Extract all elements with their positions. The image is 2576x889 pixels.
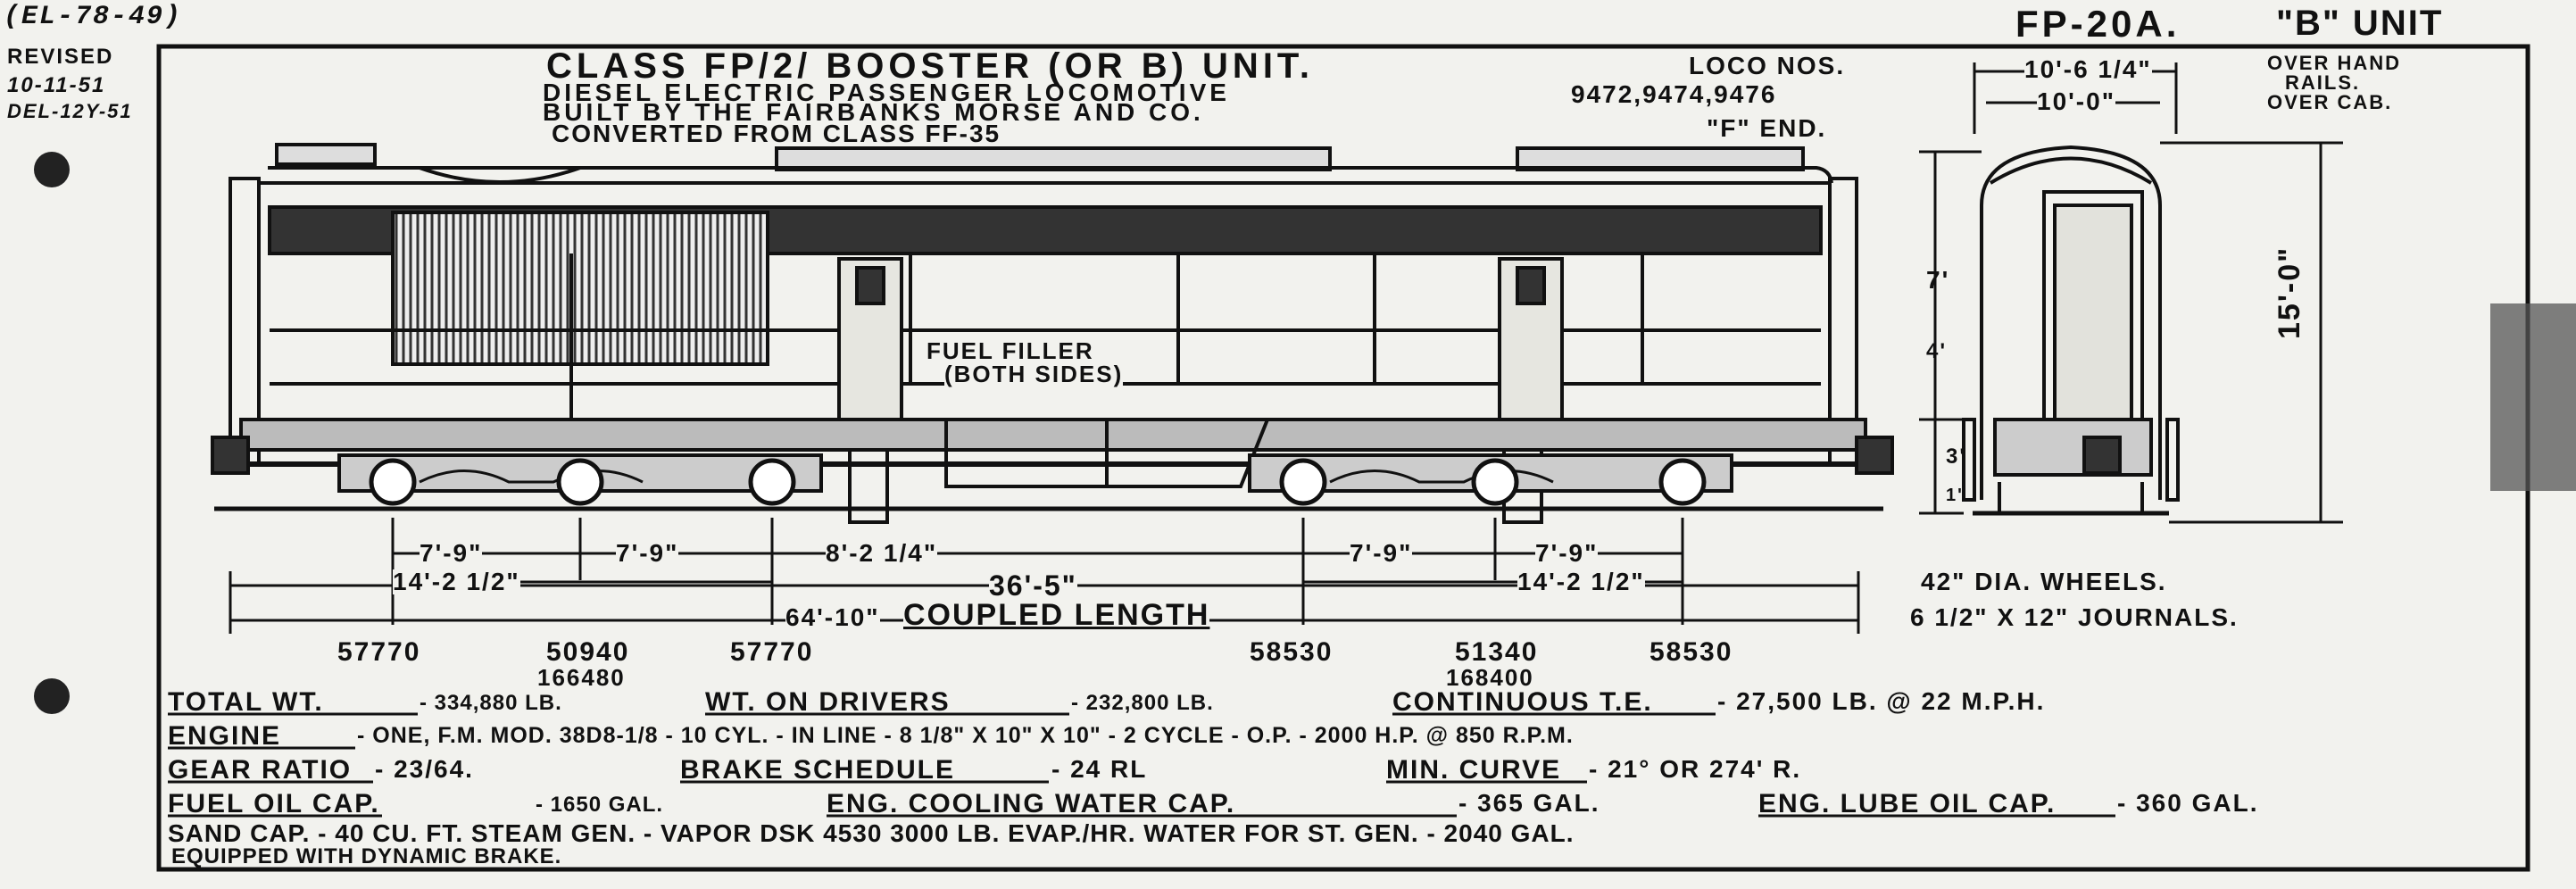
punch-hole-top — [34, 152, 70, 187]
journal-size: 6 1/2" X 12" JOURNALS. — [1910, 603, 2239, 631]
axle-load-2: 50940 — [546, 637, 630, 667]
axle-spacing-d: 7'-9" — [1535, 539, 1599, 567]
header-unit: "B" UNIT — [2276, 4, 2444, 43]
wheel-diameter: 42" DIA. WHEELS. — [1921, 568, 2167, 595]
spec-tractive-effort-value: - 27,500 LB. @ 22 M.P.H. — [1717, 687, 2046, 715]
spec-total-weight-value: - 334,880 LB. — [420, 691, 562, 715]
spec-tractive-effort-label: CONTINUOUS T.E. — [1392, 687, 1653, 717]
axle-load-4: 58530 — [1250, 637, 1334, 667]
revised-date-2: DEL-12Y-51 — [7, 100, 133, 122]
spec-cooling-value: - 365 GAL. — [1458, 789, 1600, 817]
side-view — [211, 143, 1894, 524]
loco-nos-label: LOCO NOS. — [1689, 52, 1846, 79]
header-class: FP-20A. — [2015, 3, 2181, 45]
revised-date-1: 10-11-51 — [7, 73, 106, 97]
spec-brake-value: - 24 RL — [1051, 755, 1148, 783]
punch-hole-bottom — [34, 678, 70, 714]
spec-engine-label: ENGINE — [168, 721, 282, 751]
axle-load-6: 58530 — [1649, 637, 1733, 667]
label-over-cab: OVER CAB. — [2267, 91, 2393, 113]
axle-load-1: 57770 — [337, 637, 421, 667]
height-dim-mid: 4' — [1926, 339, 1948, 363]
truck-centers-spacing: 8'-2 1/4" — [826, 539, 938, 567]
spec-engine-value: - ONE, F.M. MOD. 38D8-1/8 - 10 CYL. - IN… — [357, 723, 1574, 748]
spec-gear-ratio-label: GEAR RATIO — [168, 755, 353, 785]
label-over-handrails: OVER HAND — [2267, 52, 2402, 74]
spec-fuel-value: - 1650 GAL. — [536, 793, 664, 817]
spec-sand-steam: SAND CAP. - 40 CU. FT. STEAM GEN. - VAPO… — [168, 819, 1575, 847]
coupled-length-label: COUPLED LENGTH — [903, 598, 1210, 632]
edge-stamp — [2490, 303, 2576, 491]
axle-load-3: 57770 — [730, 637, 814, 667]
spec-gear-ratio-value: - 23/64. — [375, 755, 474, 783]
height-dim-top: 7' — [1926, 266, 1950, 294]
fuel-filler-sides: (BOTH SIDES) — [944, 361, 1124, 387]
spec-fuel-label: FUEL OIL CAP. — [168, 789, 380, 818]
title-line-4: CONVERTED FROM CLASS FF-35 — [552, 120, 1001, 147]
axle-load-5-sub: 168400 — [1446, 664, 1534, 691]
height-dim-small: 1' — [1946, 486, 1964, 505]
axle-spacing-c: 7'-9" — [1350, 539, 1413, 567]
axle-load-2-sub: 166480 — [537, 664, 626, 691]
title-line-2: DIESEL ELECTRIC PASSENGER LOCOMOTIVE — [543, 79, 1230, 106]
spec-lube-label: ENG. LUBE OIL CAP. — [1758, 789, 2057, 818]
spec-wt-drivers-value: - 232,800 LB. — [1071, 691, 1214, 715]
end-height: 15'-0" — [2273, 245, 2306, 339]
loco-numbers: 9472,9474,9476 — [1571, 80, 1777, 108]
spec-min-curve-label: MIN. CURVE — [1386, 755, 1562, 785]
height-dim-low: 3' — [1946, 444, 1967, 469]
spec-cooling-label: ENG. COOLING WATER CAP. — [827, 789, 1236, 818]
spec-lube-value: - 360 GAL. — [2117, 789, 2259, 817]
label-rails: RAILS. — [2285, 71, 2361, 94]
title-line-1: CLASS FP/2/ BOOSTER (OR B) UNIT. — [546, 46, 1315, 86]
axle-load-5: 51340 — [1455, 637, 1539, 667]
spec-wt-drivers-label: WT. ON DRIVERS — [705, 687, 951, 717]
end-width-cab: 10'-0" — [2037, 87, 2115, 115]
end-width-handrails: 10'-6 1/4" — [2024, 55, 2152, 83]
drawing-number: (EL-78-49) — [4, 2, 183, 32]
spec-dynamic-brake: EQUIPPED WITH DYNAMIC BRAKE. — [171, 844, 562, 868]
spec-label-underlines — [168, 712, 2115, 818]
truck-wheelbase-left: 14'-2 1/2" — [393, 568, 520, 595]
axle-spacing-b: 7'-9" — [616, 539, 679, 567]
title-line-3: BUILT BY THE FAIRBANKS MORSE AND CO. — [543, 98, 1204, 126]
coupled-length-value: 64'-10" — [785, 603, 880, 631]
truck-wheelbase-right: 14'-2 1/2" — [1517, 568, 1645, 595]
spec-total-weight-label: TOTAL WT. — [168, 687, 324, 717]
spec-min-curve-value: - 21° OR 274' R. — [1589, 755, 1802, 783]
f-end-label: "F" END. — [1707, 114, 1827, 142]
over-body-dimension: 36'-5" — [989, 569, 1077, 602]
fuel-filler-label: FUEL FILLER — [927, 337, 1094, 364]
axle-spacing-a: 7'-9" — [420, 539, 483, 567]
revised-label: REVISED — [7, 45, 114, 69]
spec-brake-label: BRAKE SCHEDULE — [680, 755, 956, 785]
end-view — [1962, 145, 2180, 516]
